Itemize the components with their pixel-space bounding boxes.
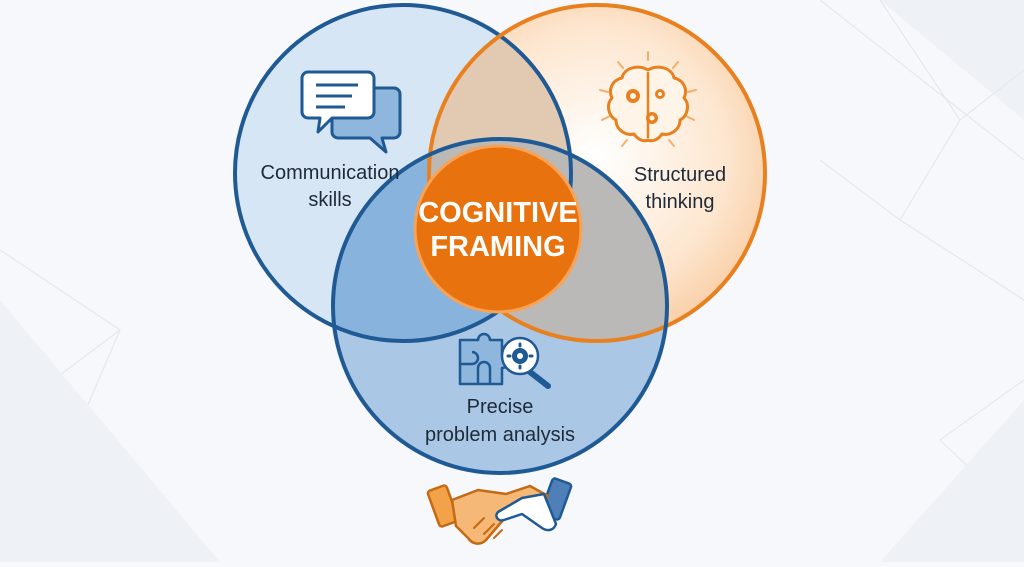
analysis-label-line2: problem analysis bbox=[425, 424, 575, 446]
center-label-line1: COGNITIVE bbox=[418, 197, 578, 229]
structured-label-line2: thinking bbox=[646, 191, 715, 213]
circle-analysis-outline bbox=[331, 137, 669, 475]
circle-structured-outline bbox=[427, 3, 767, 343]
handshake-icon bbox=[426, 477, 573, 545]
communication-label-line2: skills bbox=[308, 189, 351, 211]
communication-label-line1: Communication bbox=[261, 162, 400, 184]
circle-communication-outline bbox=[233, 3, 573, 343]
analysis-label-line1: Precise bbox=[467, 396, 534, 418]
puzzle-magnifier-icon bbox=[458, 332, 551, 389]
center-circle bbox=[413, 144, 583, 314]
structured-label-line1: Structured bbox=[634, 164, 726, 186]
brain-gears-icon bbox=[599, 51, 697, 147]
speech-bubbles-icon bbox=[300, 70, 402, 154]
center-label-line2: FRAMING bbox=[430, 231, 565, 263]
